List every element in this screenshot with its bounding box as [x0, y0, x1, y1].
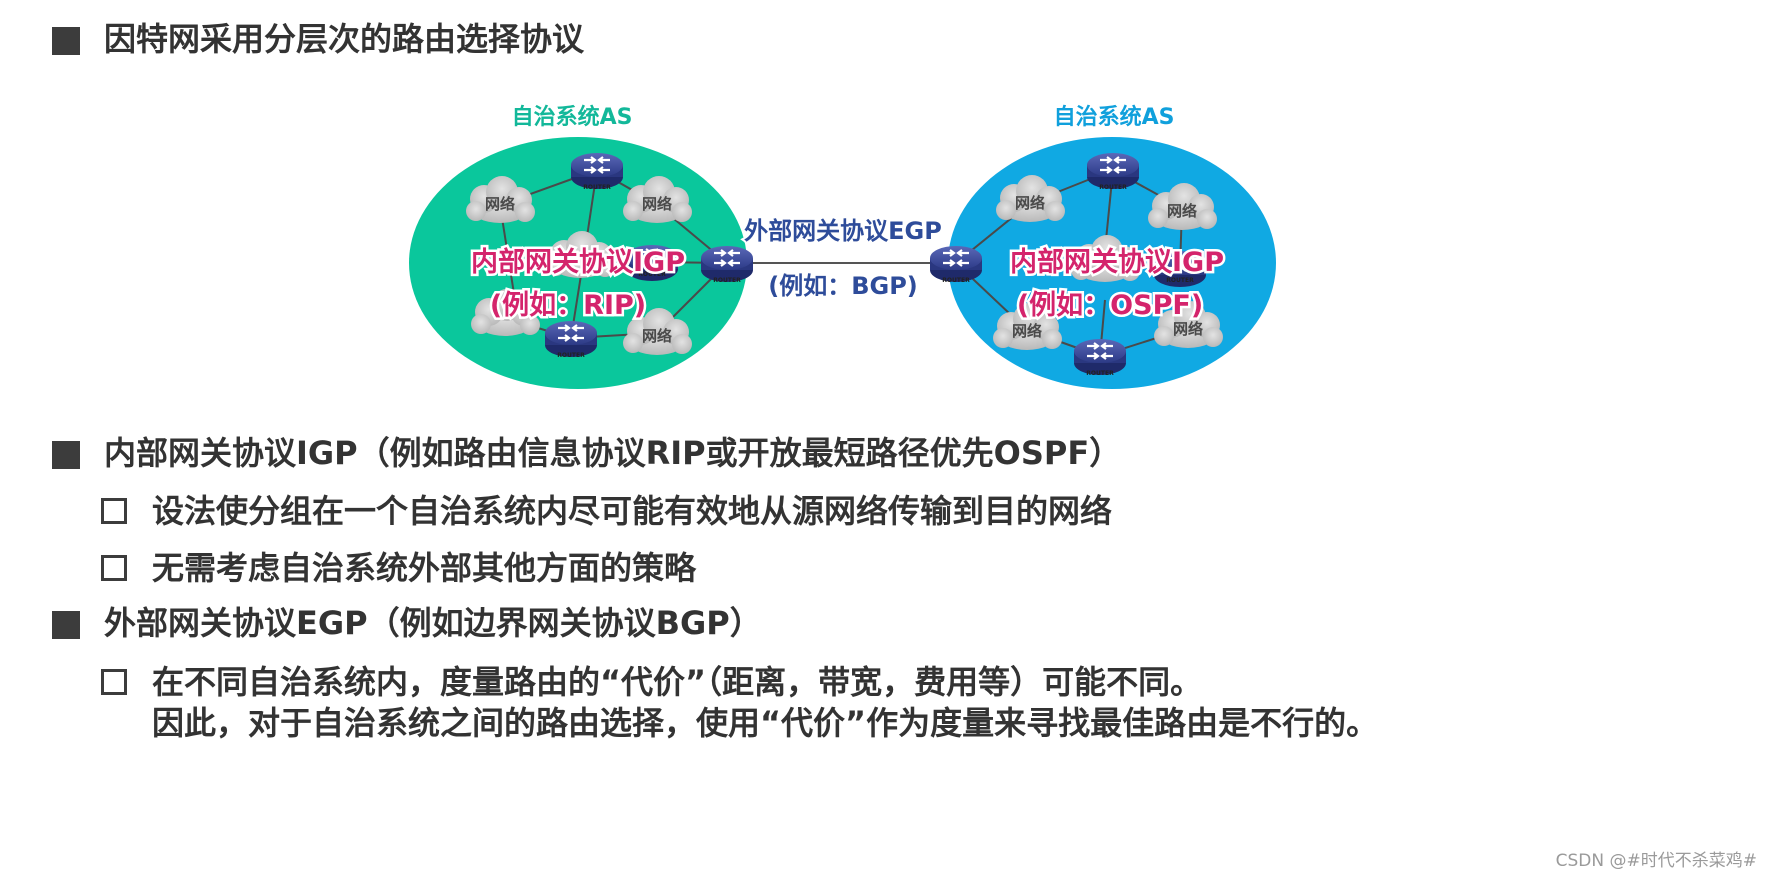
- igp-item-2-checkbox: [101, 555, 127, 581]
- router-label: ROUTER: [583, 184, 611, 191]
- as-left-title: 自治系统AS: [512, 104, 633, 130]
- network-label: 网络: [1012, 322, 1042, 340]
- as-right-title: 自治系统AS: [1054, 104, 1175, 130]
- egp-item-line-1: 在不同自治系统内，度量路由的“代价”（距离，带宽，费用等）可能不同。: [152, 662, 1202, 702]
- left-igp-example: (例如：RIP): [490, 290, 646, 321]
- egp-title: 外部网关协议EGP（例如边界网关协议BGP）: [104, 603, 762, 643]
- router-label: ROUTER: [942, 277, 970, 284]
- network-label: 网络: [642, 327, 672, 345]
- network-label: 网络: [1015, 194, 1045, 212]
- watermark: CSDN @#时代不杀菜鸡#: [1556, 846, 1757, 871]
- egp-bullet: [52, 611, 80, 639]
- igp-item-1: 设法使分组在一个自治系统内尽可能有效地从源网络传输到目的网络: [152, 491, 1112, 531]
- network-label: 网络: [1167, 202, 1197, 220]
- network-label: 网络: [1173, 320, 1203, 338]
- egp-label: 外部网关协议EGP: [744, 217, 942, 245]
- router-label: ROUTER: [557, 352, 585, 359]
- network-label: 网络: [642, 195, 672, 213]
- egp-item-checkbox: [101, 669, 127, 695]
- igp-bullet: [52, 441, 80, 469]
- igp-item-1-checkbox: [101, 498, 127, 524]
- router-label: ROUTER: [713, 277, 741, 284]
- egp-item-line-2: 因此，对于自治系统之间的路由选择，使用“代价”作为度量来寻找最佳路由是不行的。: [152, 703, 1378, 743]
- egp-example: (例如：BGP): [768, 272, 918, 300]
- router-label: ROUTER: [1166, 277, 1194, 284]
- router-label: ROUTER: [1099, 184, 1127, 191]
- igp-item-2: 无需考虑自治系统外部其他方面的策略: [152, 548, 696, 588]
- left-igp-label: 内部网关协议IGP: [471, 246, 685, 278]
- router-label: ROUTER: [1086, 370, 1114, 377]
- right-igp-example: (例如：OSPF): [1017, 290, 1203, 321]
- igp-title: 内部网关协议IGP（例如路由信息协议RIP或开放最短路径优先OSPF）: [104, 433, 1121, 473]
- right-igp-label: 内部网关协议IGP: [1010, 246, 1224, 278]
- network-label: 网络: [485, 195, 515, 213]
